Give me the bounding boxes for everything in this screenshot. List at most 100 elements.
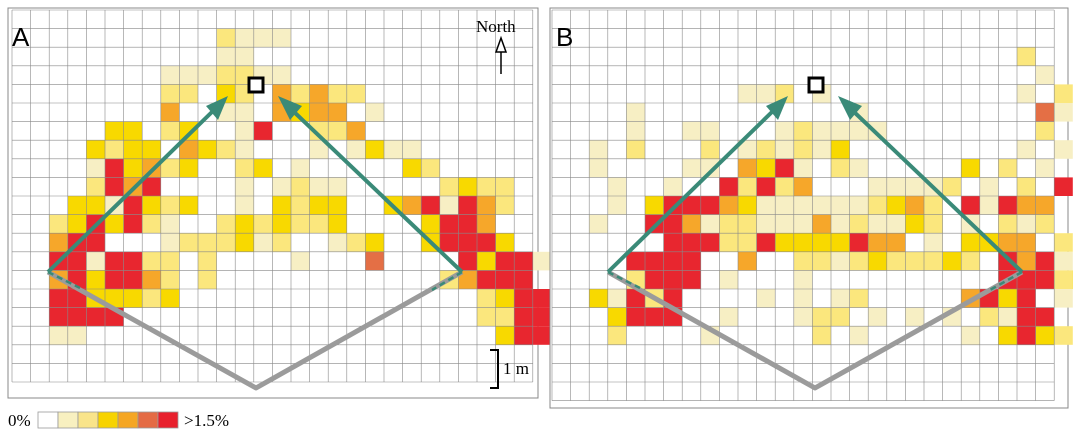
heat-cell bbox=[626, 307, 645, 327]
heat-cell bbox=[291, 84, 310, 103]
heat-cell bbox=[421, 158, 440, 178]
heat-cell bbox=[719, 270, 738, 289]
heat-cell bbox=[477, 196, 496, 215]
heat-cell bbox=[756, 158, 776, 178]
heat-cell bbox=[905, 177, 924, 196]
heat-cell bbox=[1035, 251, 1055, 271]
heat-cell bbox=[831, 214, 850, 234]
heat-cell bbox=[1035, 326, 1055, 345]
heat-cell bbox=[235, 121, 254, 141]
heat-cell bbox=[979, 307, 999, 327]
heat-cell bbox=[793, 251, 813, 271]
heat-cell bbox=[477, 289, 496, 308]
heat-cell bbox=[309, 214, 329, 234]
legend-min-label: 0% bbox=[8, 411, 31, 430]
heat-cell bbox=[514, 289, 533, 308]
heat-cell bbox=[700, 158, 720, 178]
heat-cell bbox=[793, 233, 813, 252]
heat-cell bbox=[253, 121, 273, 141]
heat-cell bbox=[365, 251, 384, 271]
heat-cell bbox=[849, 289, 869, 308]
heat-cell bbox=[160, 103, 180, 122]
heat-cell bbox=[682, 270, 701, 289]
heat-cell bbox=[291, 158, 310, 178]
heat-cell bbox=[775, 196, 794, 215]
heat-cell bbox=[756, 177, 776, 196]
heat-cell bbox=[849, 251, 869, 271]
heat-cell bbox=[198, 251, 217, 271]
heat-cell bbox=[309, 177, 329, 196]
north-arrow-icon bbox=[494, 35, 508, 74]
legend-max-label: >1.5% bbox=[184, 411, 229, 430]
heat-cell bbox=[1054, 326, 1073, 345]
heat-cell bbox=[886, 251, 906, 271]
heat-cell bbox=[700, 196, 720, 215]
heat-cell bbox=[589, 140, 608, 159]
heat-cell bbox=[49, 289, 68, 308]
heat-cell bbox=[105, 270, 124, 289]
heat-cell bbox=[458, 251, 477, 271]
heat-cell bbox=[645, 196, 664, 215]
color-legend: 0% >1.5% bbox=[8, 411, 229, 430]
heat-cell bbox=[1054, 177, 1073, 196]
heat-cell bbox=[1035, 121, 1055, 141]
heat-cell bbox=[1054, 251, 1073, 271]
heat-cell bbox=[700, 233, 720, 252]
heat-cell bbox=[216, 214, 236, 234]
heat-cell bbox=[439, 214, 459, 234]
heat-cell bbox=[607, 326, 627, 345]
heat-cell bbox=[365, 140, 384, 159]
heat-cell bbox=[961, 233, 980, 252]
heat-cell bbox=[402, 196, 422, 215]
heat-cell bbox=[905, 214, 924, 234]
heat-cell bbox=[589, 214, 608, 234]
heat-cell bbox=[645, 214, 664, 234]
heat-cell bbox=[626, 103, 645, 122]
heat-cell bbox=[812, 251, 831, 271]
panel-b-right-arrow bbox=[838, 96, 1024, 274]
heat-cell bbox=[49, 307, 68, 327]
heat-cell bbox=[1017, 214, 1036, 234]
heat-cell bbox=[495, 289, 515, 308]
heat-cell bbox=[1054, 103, 1073, 122]
heat-cell bbox=[291, 177, 310, 196]
heat-cell bbox=[328, 103, 347, 122]
scale-bar bbox=[490, 349, 499, 389]
panel-b-left-dashed-segment bbox=[607, 270, 641, 290]
heat-cell bbox=[216, 84, 236, 103]
heat-cell bbox=[849, 196, 869, 215]
heat-cell bbox=[328, 196, 347, 215]
heat-cell bbox=[179, 158, 198, 178]
heat-cell bbox=[1054, 233, 1073, 252]
heat-cell bbox=[793, 177, 813, 196]
heat-cell bbox=[775, 158, 794, 178]
heat-cell bbox=[235, 177, 254, 196]
heat-cell bbox=[105, 251, 124, 271]
heat-cell bbox=[105, 177, 124, 196]
heat-cell bbox=[86, 140, 105, 159]
heat-cell bbox=[756, 84, 776, 103]
heat-cell bbox=[235, 214, 254, 234]
heat-cell bbox=[831, 289, 850, 308]
heat-cell bbox=[682, 214, 701, 234]
heat-cell bbox=[216, 47, 236, 66]
heat-cell bbox=[272, 233, 291, 252]
heat-cell bbox=[160, 289, 180, 308]
heat-cell bbox=[663, 214, 683, 234]
heat-cell bbox=[514, 326, 533, 345]
heat-cell bbox=[682, 196, 701, 215]
heat-cell bbox=[160, 84, 180, 103]
heat-cell bbox=[775, 140, 794, 159]
heat-cell bbox=[961, 158, 980, 178]
legend-swatch bbox=[57, 411, 79, 429]
heat-cell bbox=[793, 121, 813, 141]
heat-cell bbox=[123, 214, 143, 234]
legend-swatch bbox=[97, 411, 119, 429]
heat-cell bbox=[831, 233, 850, 252]
heat-cell bbox=[812, 233, 831, 252]
heat-cell bbox=[123, 140, 143, 159]
panel-b-left-arrow bbox=[606, 96, 788, 274]
heat-cell bbox=[123, 270, 143, 289]
heat-cell bbox=[719, 196, 738, 215]
heat-cell bbox=[495, 307, 515, 327]
